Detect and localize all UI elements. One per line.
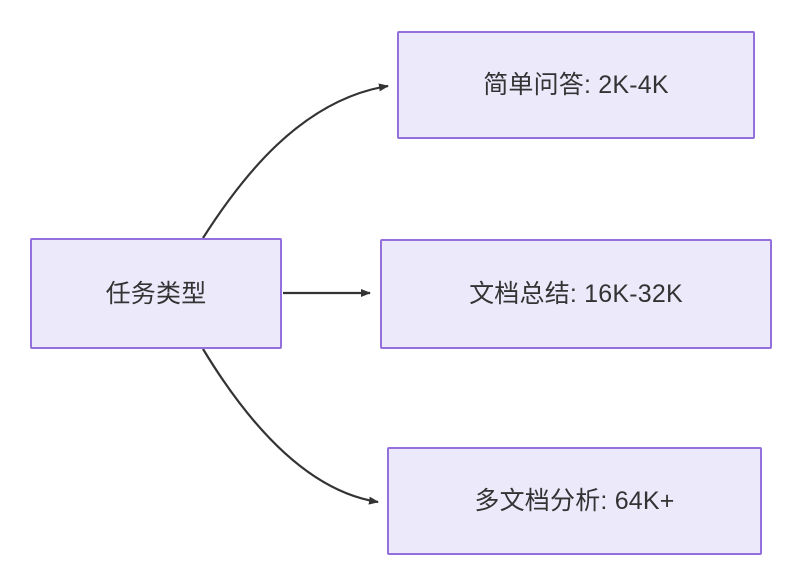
node-doc-summary-label: 文档总结: 16K-32K	[469, 280, 683, 308]
node-simple-qa-label: 简单问答: 2K-4K	[483, 71, 669, 99]
node-multi-doc-label: 多文档分析: 64K+	[474, 487, 675, 515]
node-multi-doc[interactable]: 多文档分析: 64K+	[387, 447, 762, 555]
node-simple-qa[interactable]: 简单问答: 2K-4K	[397, 31, 755, 139]
node-doc-summary[interactable]: 文档总结: 16K-32K	[380, 239, 772, 349]
edge-to-simple-qa	[202, 83, 389, 239]
edge-to-multi-doc	[202, 348, 379, 505]
node-task-type[interactable]: 任务类型	[30, 238, 282, 349]
node-task-type-label: 任务类型	[105, 279, 207, 308]
